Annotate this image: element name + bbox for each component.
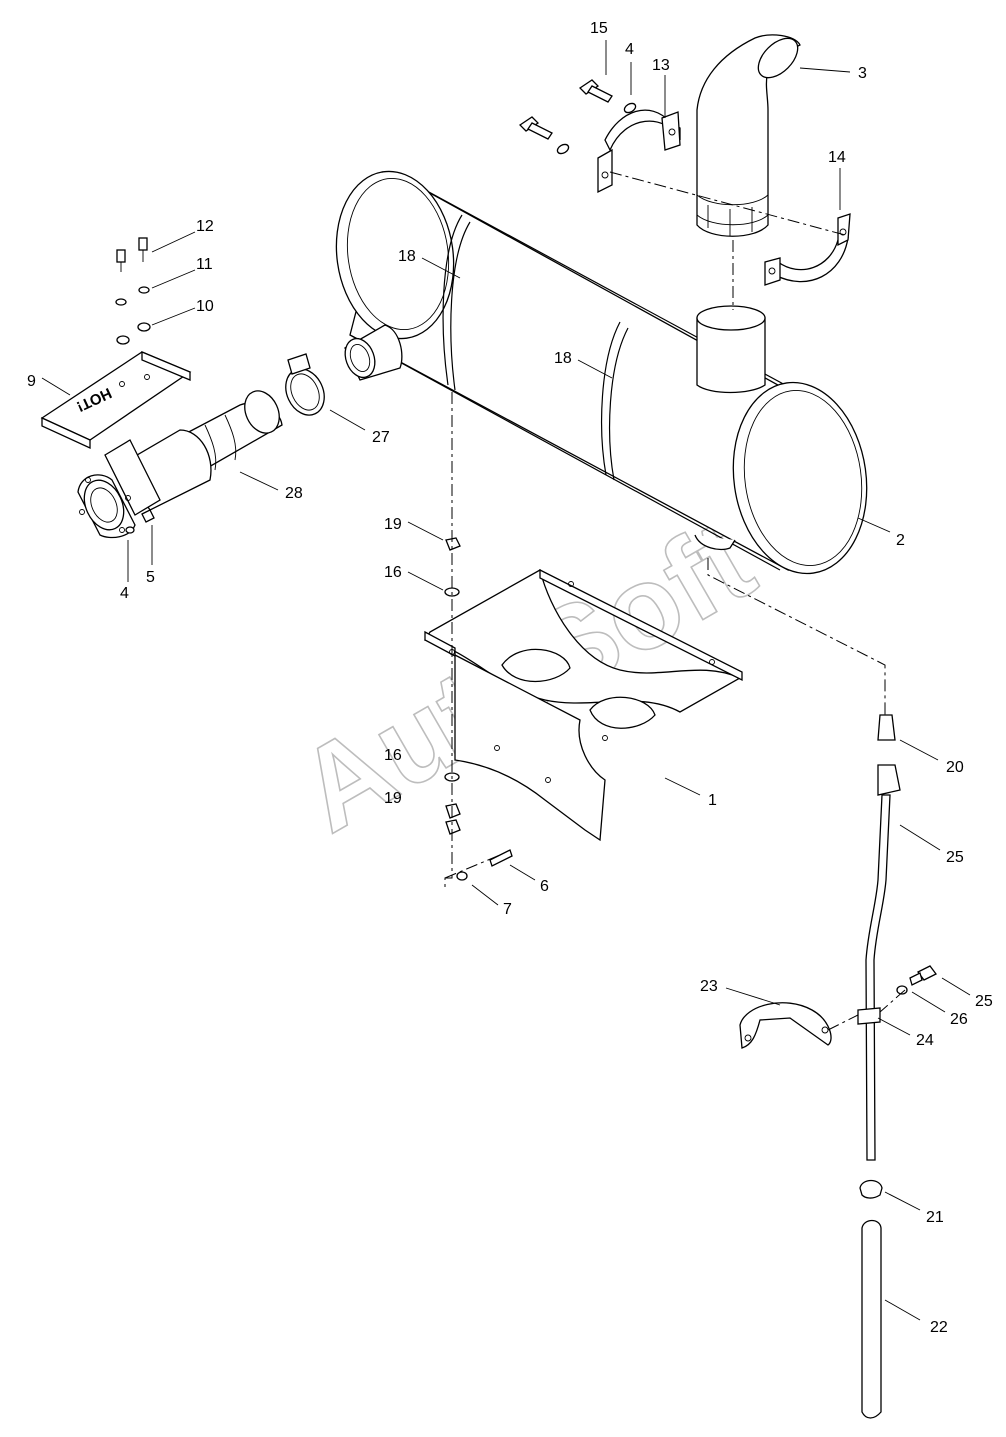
bolts-15: [518, 79, 637, 155]
callout-1: 1: [708, 792, 717, 809]
shield-hardware: [115, 237, 155, 534]
mounting-bracket-1: [423, 568, 743, 842]
callout-18-left: 18: [398, 248, 416, 265]
drain-tube-assembly: [739, 714, 937, 1419]
callout-26: 26: [950, 1011, 968, 1028]
callout-5: 5: [146, 569, 155, 586]
band-clamp-27: [285, 353, 325, 416]
exhaust-stack: [696, 34, 801, 237]
callout-25-upper: 25: [946, 849, 964, 866]
callout-labels: 15 4 13 3 14 12 11 10 9 18 18 27 28 2 4 …: [27, 20, 993, 1336]
callout-16-upper: 16: [384, 564, 402, 581]
callout-15: 15: [590, 20, 608, 37]
callout-10: 10: [196, 298, 214, 315]
callout-11: 11: [196, 256, 213, 273]
callout-9: 9: [27, 373, 36, 390]
callout-14: 14: [828, 149, 846, 166]
callout-19-upper: 19: [384, 516, 402, 533]
callout-25-lower: 25: [975, 993, 993, 1010]
callout-20: 20: [946, 759, 964, 776]
callout-18-right: 18: [554, 350, 572, 367]
callout-21: 21: [926, 1209, 944, 1226]
callout-4-left: 4: [120, 585, 129, 602]
callout-4-top: 4: [625, 41, 634, 58]
callout-7: 7: [503, 901, 512, 918]
callout-24: 24: [916, 1032, 934, 1049]
stack-clamp-13: [597, 109, 681, 194]
callout-23: 23: [700, 978, 718, 995]
callout-19-lower: 19: [384, 790, 402, 807]
callout-12: 12: [196, 218, 214, 235]
leader-lines: [41, 40, 971, 1321]
callout-28: 28: [285, 485, 303, 502]
callout-27: 27: [372, 429, 390, 446]
muffler: [335, 170, 868, 575]
flex-pipe-28: [77, 390, 283, 539]
callout-2: 2: [896, 532, 905, 549]
callout-22: 22: [930, 1319, 948, 1336]
stack-clamp-14: [764, 213, 851, 286]
heat-shield-9: HOT!: [40, 351, 192, 450]
callout-13: 13: [652, 57, 670, 74]
callout-16-lower: 16: [384, 747, 402, 764]
callout-6: 6: [540, 878, 549, 895]
assembly-centerlines: [444, 171, 906, 1031]
callout-3: 3: [858, 65, 867, 82]
